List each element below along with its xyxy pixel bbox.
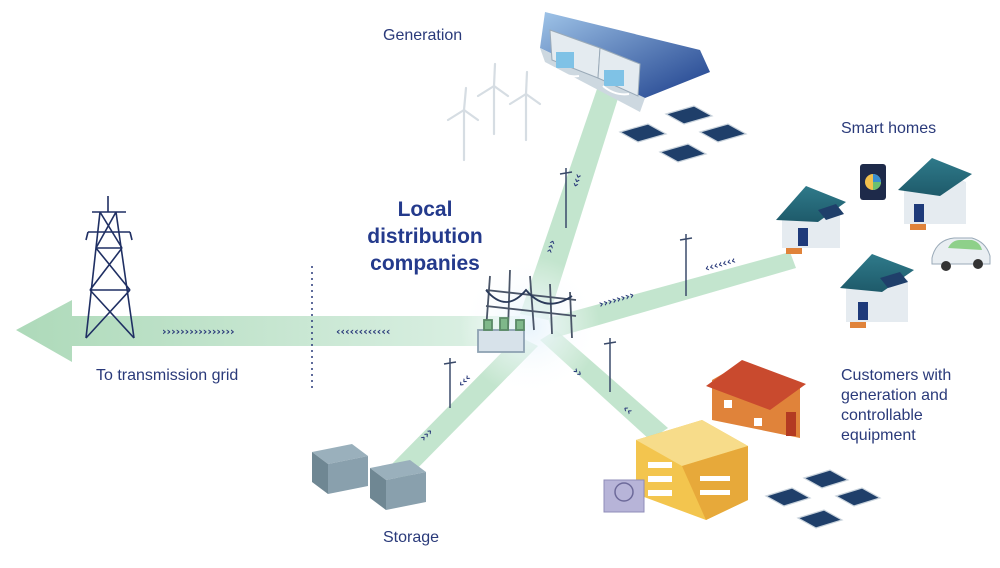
barn-icon: [706, 360, 806, 438]
substation-icon: [477, 269, 577, 353]
smart-home-1-icon: [776, 186, 846, 254]
hvac-unit-icon: [603, 479, 645, 513]
arrows-to-grid: ››››››››››››››››: [162, 325, 235, 338]
storage-label: Storage: [383, 529, 440, 546]
smart-home-3-icon: [840, 254, 914, 328]
factory-building-icon: [636, 420, 748, 520]
flow-arrows: ›››››››››››››››› ‹‹‹‹‹‹‹‹‹‹‹‹ ‹‹‹ ››› ‹‹…: [162, 172, 737, 444]
wind-turbines-icon: [446, 62, 542, 162]
smart-home-2-icon: [898, 158, 972, 230]
battery-storage-icon: [312, 444, 426, 510]
solar-panels-icon: [618, 105, 748, 163]
smart-homes-flow-band: [548, 252, 796, 338]
hub-title: Local distribution companies: [367, 198, 483, 275]
arrows-from-grid: ‹‹‹‹‹‹‹‹‹‹‹‹: [336, 325, 390, 338]
hydro-dam-icon: [540, 12, 710, 112]
electric-car-icon: [931, 237, 991, 271]
transmission-flow-band: [16, 300, 520, 362]
transmission-grid-label: To transmission grid: [96, 367, 239, 384]
smart-homes-label: Smart homes: [841, 120, 937, 137]
arrows-generation-down: ‹‹‹: [568, 172, 585, 189]
transmission-tower-icon: [85, 196, 135, 339]
tablet-icon: [860, 164, 886, 200]
utility-poles: [443, 168, 693, 408]
customer-solar-panels-icon: [764, 469, 882, 529]
generation-label: Generation: [383, 27, 463, 44]
flow-bands: [16, 86, 796, 482]
arrows-generation-up: ›››: [542, 238, 559, 255]
customers-label: Customers with generation and controllab…: [841, 367, 952, 444]
